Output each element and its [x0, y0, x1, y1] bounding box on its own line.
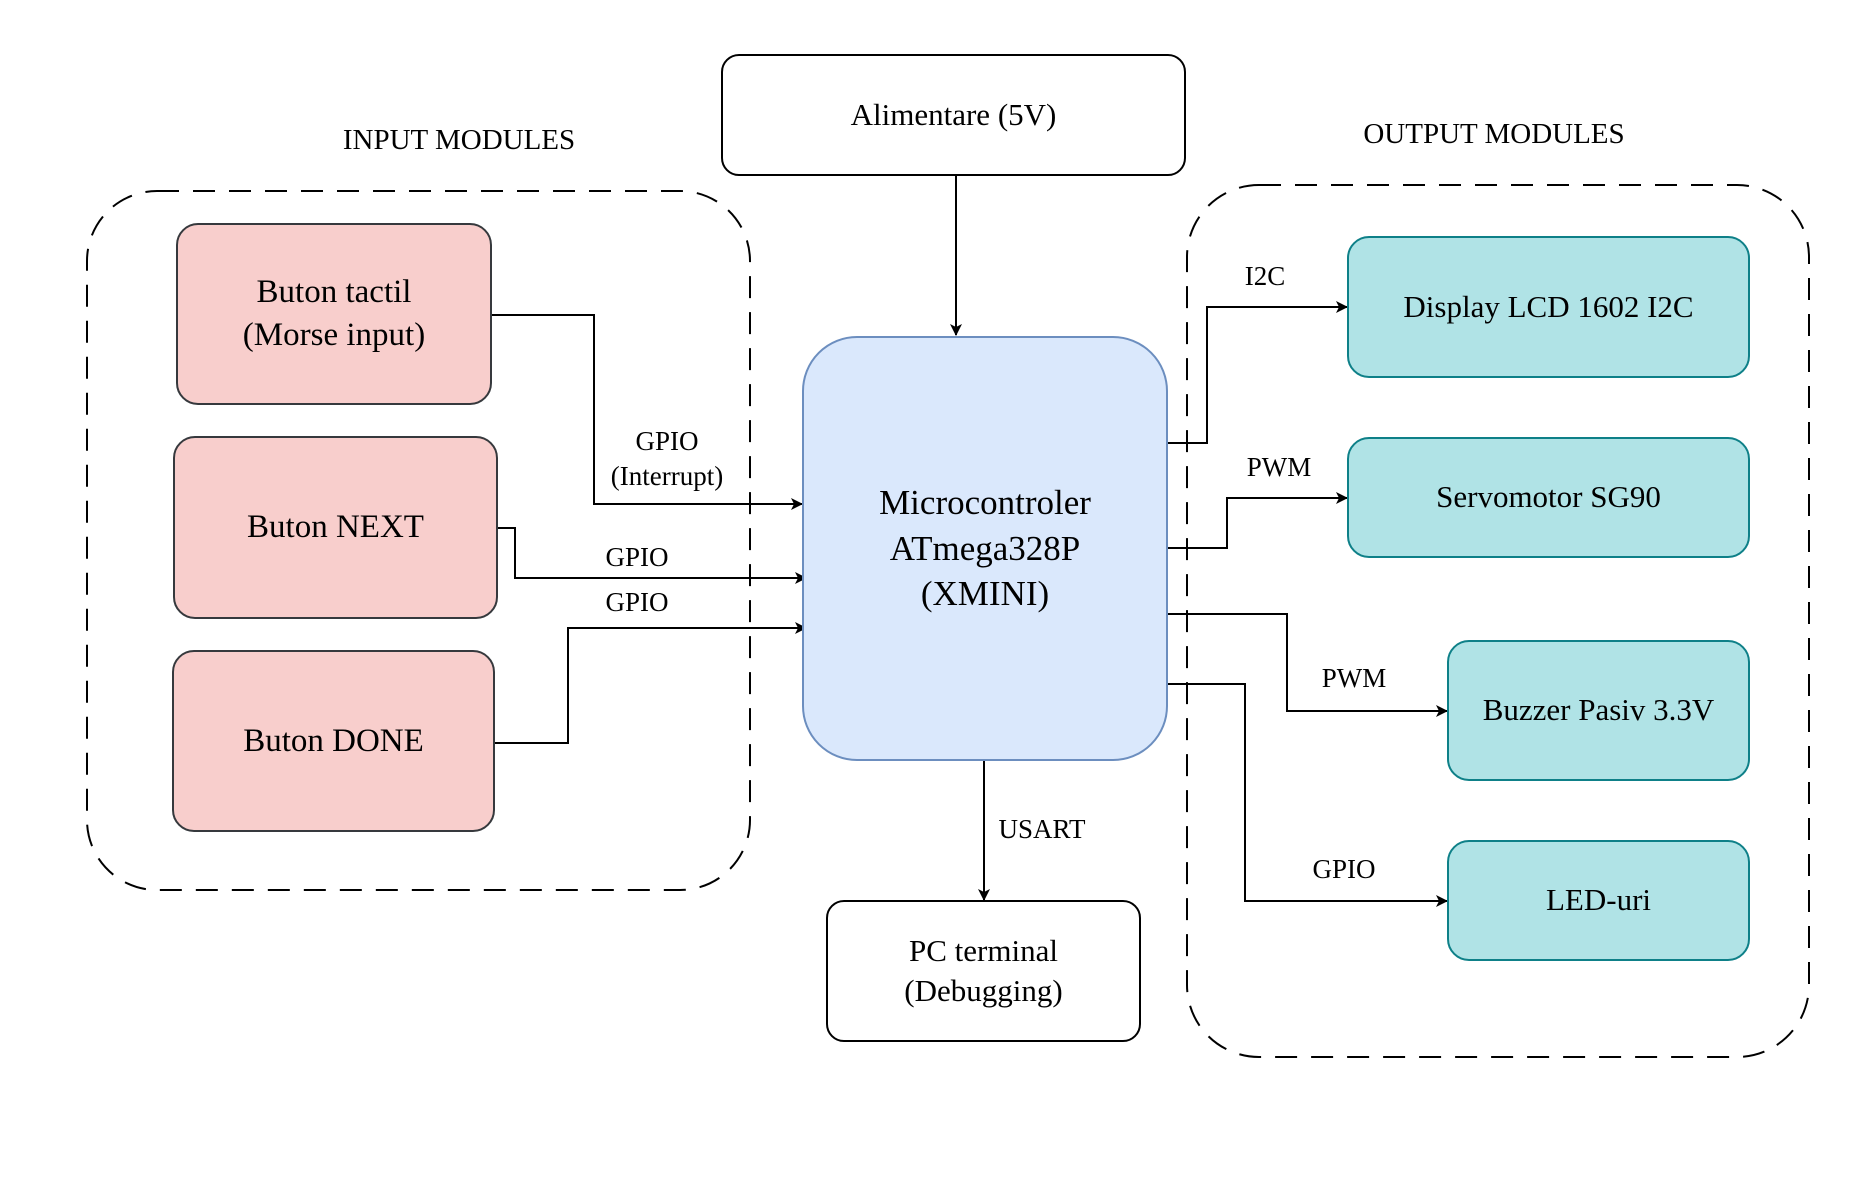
touch-button-sublabel: (Morse input) — [242, 317, 426, 353]
next-button-label: Buton NEXT — [247, 509, 424, 546]
mcu-to-buzzer-arrow — [1168, 613, 1448, 717]
usart-edge-label: USART — [998, 814, 1086, 844]
next-to-mcu-arrow — [498, 527, 807, 584]
touch-button-node: Buton tactil (Morse input) — [176, 223, 492, 405]
mcu-label-line2: ATmega328P — [889, 528, 1081, 568]
touch-button-label: Buton tactil — [256, 274, 412, 311]
mcu-to-servo-arrow — [1168, 492, 1348, 549]
lcd-edge-label: I2C — [1244, 261, 1286, 291]
lcd-display-label: Display LCD 1602 I2C — [1403, 288, 1694, 324]
buzzer-node: Buzzer Pasiv 3.3V — [1447, 640, 1750, 781]
microcontroller-node: Microcontroler ATmega328P (XMINI) — [802, 336, 1168, 761]
buzzer-label: Buzzer Pasiv 3.3V — [1482, 692, 1715, 728]
mcu-to-leds-arrow — [1168, 683, 1448, 907]
servo-edge-label: PWM — [1246, 452, 1312, 482]
leds-label: LED-uri — [1545, 882, 1652, 918]
mcu-label-line3: (XMINI) — [920, 574, 1050, 614]
done-button-node: Buton DONE — [172, 650, 495, 832]
done-edge-label: GPIO — [605, 587, 669, 617]
pc-terminal-label: PC terminal — [909, 932, 1058, 968]
leds-node: LED-uri — [1447, 840, 1750, 961]
leds-edge-label: GPIO — [1312, 854, 1376, 884]
touch-edge-label-line1: GPIO — [635, 426, 699, 456]
lcd-display-node: Display LCD 1602 I2C — [1347, 236, 1750, 378]
mcu-to-lcd-arrow — [1168, 301, 1348, 444]
next-button-node: Buton NEXT — [173, 436, 498, 619]
mcu-label-line1: Microcontroler — [879, 483, 1091, 523]
power-supply-label: Alimentare (5V) — [850, 96, 1057, 132]
output-modules-title: OUTPUT MODULES — [1363, 118, 1625, 150]
pc-terminal-sublabel: (Debugging) — [904, 973, 1063, 1008]
input-modules-group — [86, 190, 751, 891]
touch-edge-label: GPIO (Interrupt) — [611, 424, 723, 494]
done-button-label: Buton DONE — [243, 722, 424, 759]
servomotor-node: Servomotor SG90 — [1347, 437, 1750, 558]
input-modules-title: INPUT MODULES — [342, 124, 576, 156]
buzzer-edge-label: PWM — [1321, 663, 1387, 693]
touch-edge-label-line2: (Interrupt) — [610, 461, 724, 492]
output-modules-group — [1186, 184, 1810, 1058]
done-to-mcu-arrow — [495, 622, 807, 744]
next-edge-label: GPIO — [605, 542, 669, 572]
servomotor-label: Servomotor SG90 — [1436, 479, 1661, 515]
pc-terminal-node: PC terminal (Debugging) — [826, 900, 1141, 1042]
power-supply-node: Alimentare (5V) — [721, 54, 1186, 176]
touch-to-mcu-arrow — [492, 314, 803, 510]
